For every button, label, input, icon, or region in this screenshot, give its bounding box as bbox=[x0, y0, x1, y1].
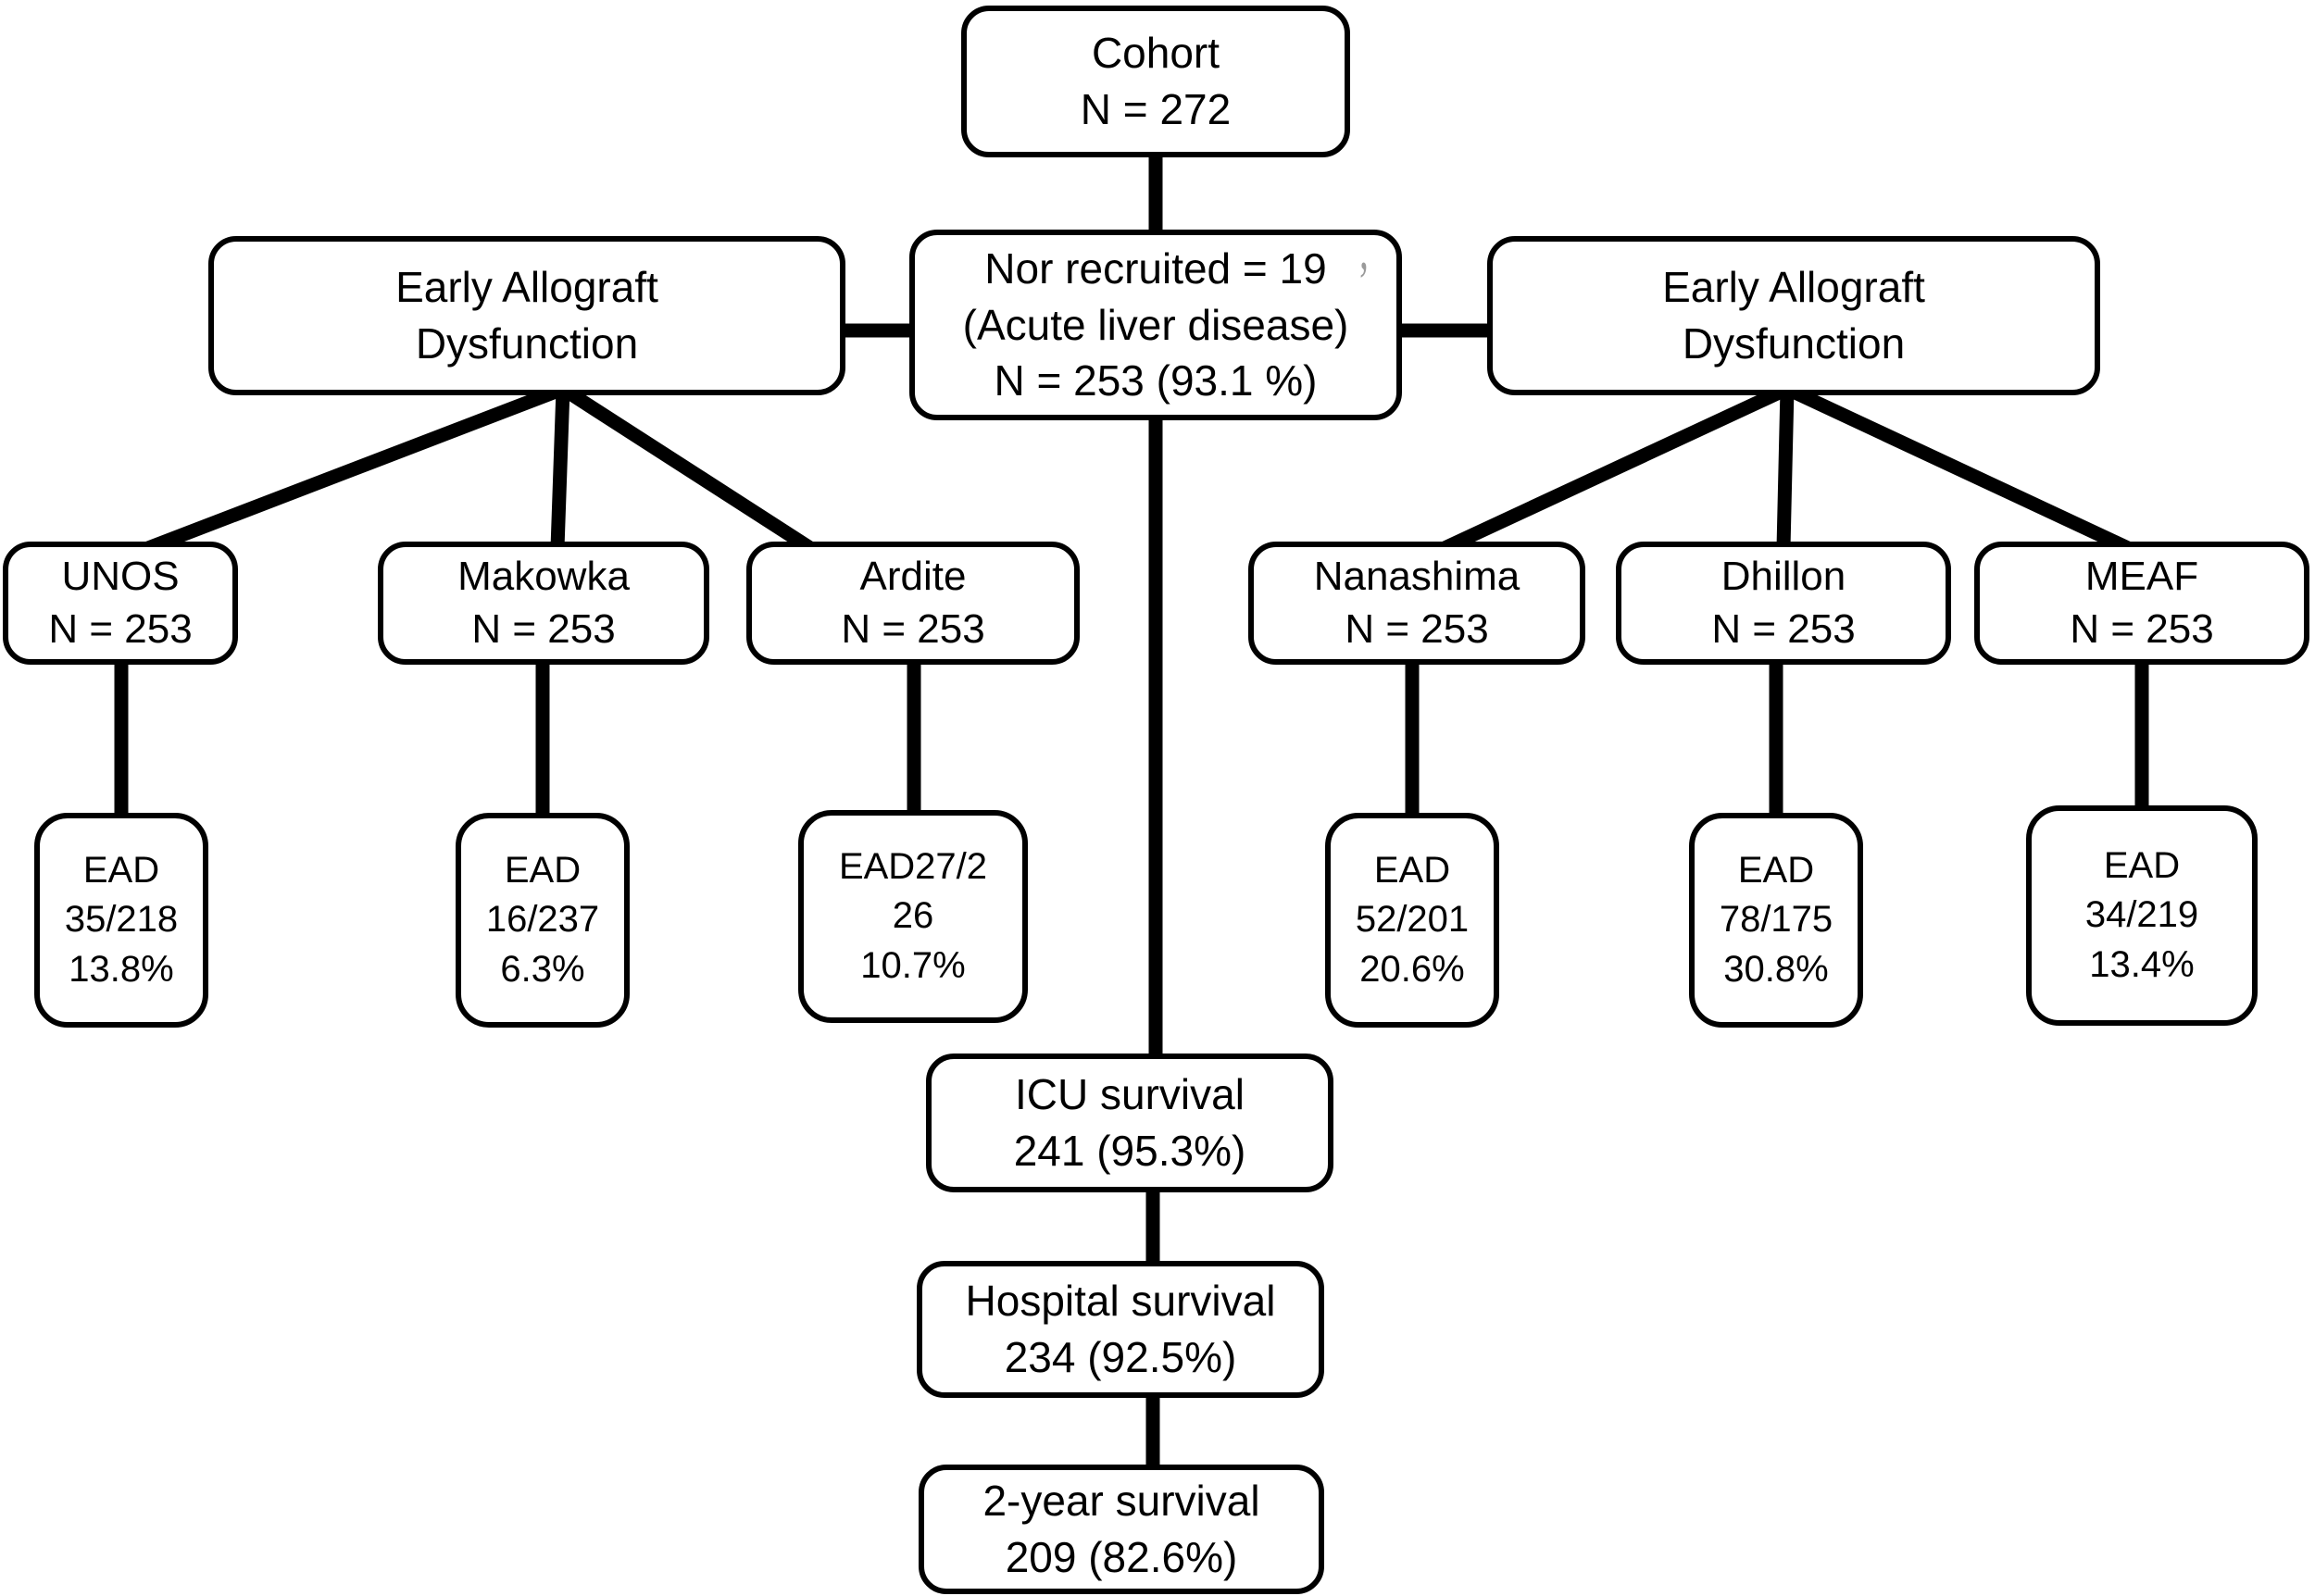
exclusion-line2: (Acute liver disease) bbox=[962, 300, 1349, 349]
ead-result-dhillon-box: EAD 78/175 30.8% bbox=[1689, 813, 1863, 1028]
cohort-n: N = 272 bbox=[1080, 85, 1232, 133]
left-ead-parent-line2: Dysfunction bbox=[415, 319, 639, 368]
left-ead-parent-box: Early Allograft Dysfunction bbox=[208, 236, 845, 395]
criteria-meaf-box: MEAF N = 253 bbox=[1974, 542, 2309, 665]
ead-result-dhillon-line3: 30.8% bbox=[1723, 948, 1829, 990]
ead-result-unos-line2: 35/218 bbox=[64, 899, 179, 941]
left-ead-parent-line1: Early Allograft bbox=[395, 263, 658, 312]
ead-result-nanashima-line2: 52/201 bbox=[1355, 899, 1470, 941]
cohort-box: Cohort N = 272 bbox=[961, 6, 1350, 157]
exclusion-line1: Nor recruited = 19 bbox=[984, 243, 1327, 293]
ead-result-nanashima-line3: 20.6% bbox=[1359, 948, 1465, 990]
criteria-ardite-n: N = 253 bbox=[841, 605, 985, 652]
criteria-nanashima-box: Nanashima N = 253 bbox=[1248, 542, 1585, 665]
cohort-title: Cohort bbox=[1091, 29, 1220, 78]
right-ead-parent-box: Early Allograft Dysfunction bbox=[1487, 236, 2100, 395]
connector-group bbox=[114, 145, 2149, 1479]
ead-result-meaf-line3: 13.4% bbox=[2089, 943, 2195, 985]
ead-result-meaf-line2: 34/219 bbox=[2084, 894, 2199, 936]
hospital-survival-label: Hospital survival bbox=[965, 1277, 1276, 1326]
criteria-ardite-box: Ardite N = 253 bbox=[746, 542, 1080, 665]
stray-mark: ’ bbox=[1358, 249, 1370, 315]
ead-result-makowka-line1: EAD bbox=[504, 849, 582, 891]
ead-result-ardite-box: EAD27/2 26 10.7% bbox=[798, 810, 1028, 1023]
ead-result-ardite-line3: 10.7% bbox=[860, 944, 966, 986]
connector-rightparent-meaf bbox=[1780, 381, 2135, 555]
ead-result-dhillon-line2: 78/175 bbox=[1719, 899, 1833, 941]
icu-survival-label: ICU survival bbox=[1015, 1070, 1245, 1119]
ead-result-makowka-line3: 6.3% bbox=[500, 948, 585, 990]
icu-survival-box: ICU survival 241 (95.3%) bbox=[926, 1054, 1333, 1192]
criteria-meaf-n: N = 253 bbox=[2070, 605, 2214, 652]
ead-result-unos-box: EAD 35/218 13.8% bbox=[34, 813, 208, 1028]
ead-result-makowka-line2: 16/237 bbox=[485, 899, 600, 941]
hospital-survival-box: Hospital survival 234 (92.5%) bbox=[917, 1261, 1324, 1398]
ead-result-nanashima-line1: EAD bbox=[1373, 849, 1451, 891]
ead-result-dhillon-line1: EAD bbox=[1737, 849, 1815, 891]
exclusion-box: Nor recruited = 19 (Acute liver disease)… bbox=[909, 230, 1402, 420]
ead-result-unos-line3: 13.8% bbox=[69, 948, 174, 990]
connector-leftparent-makowka bbox=[550, 381, 570, 555]
ead-result-meaf-box: EAD 34/219 13.4% bbox=[2026, 805, 2258, 1026]
ead-result-makowka-box: EAD 16/237 6.3% bbox=[456, 813, 630, 1028]
exclusion-line3: N = 253 (93.1 %) bbox=[994, 356, 1318, 405]
criteria-makowka-n: N = 253 bbox=[471, 605, 616, 652]
criteria-unos-box: UNOS N = 253 bbox=[3, 542, 238, 665]
criteria-makowka-box: Makowka N = 253 bbox=[378, 542, 709, 665]
criteria-ardite-name: Ardite bbox=[859, 554, 967, 600]
criteria-nanashima-name: Nanashima bbox=[1313, 554, 1520, 600]
hospital-survival-value: 234 (92.5%) bbox=[1004, 1333, 1237, 1381]
criteria-dhillon-n: N = 253 bbox=[1711, 605, 1856, 652]
connector-rightparent-nanashima bbox=[1437, 381, 1795, 555]
criteria-meaf-name: MEAF bbox=[2084, 554, 2199, 600]
connector-leftparent-ardite bbox=[556, 381, 818, 555]
criteria-dhillon-box: Dhillon N = 253 bbox=[1616, 542, 1951, 665]
criteria-unos-name: UNOS bbox=[61, 554, 180, 600]
two-year-survival-label: 2-year survival bbox=[982, 1477, 1260, 1526]
ead-result-unos-line1: EAD bbox=[82, 849, 160, 891]
ead-result-nanashima-box: EAD 52/201 20.6% bbox=[1325, 813, 1499, 1028]
two-year-survival-box: 2-year survival 209 (82.6%) bbox=[919, 1465, 1324, 1594]
criteria-unos-n: N = 253 bbox=[48, 605, 193, 652]
criteria-nanashima-n: N = 253 bbox=[1345, 605, 1489, 652]
ead-result-ardite-line1: EAD27/2 bbox=[838, 845, 988, 887]
right-ead-parent-line1: Early Allograft bbox=[1662, 263, 1925, 312]
ead-result-ardite-line2: 26 bbox=[892, 895, 934, 937]
right-ead-parent-line2: Dysfunction bbox=[1682, 319, 1906, 368]
criteria-dhillon-name: Dhillon bbox=[1721, 554, 1846, 600]
two-year-survival-value: 209 (82.6%) bbox=[1005, 1533, 1238, 1581]
connector-rightparent-dhillon bbox=[1776, 381, 1795, 555]
icu-survival-value: 241 (95.3%) bbox=[1013, 1127, 1246, 1175]
ead-result-meaf-line1: EAD bbox=[2103, 844, 2181, 886]
criteria-makowka-name: Makowka bbox=[457, 554, 630, 600]
connector-leftparent-unos bbox=[141, 381, 570, 555]
